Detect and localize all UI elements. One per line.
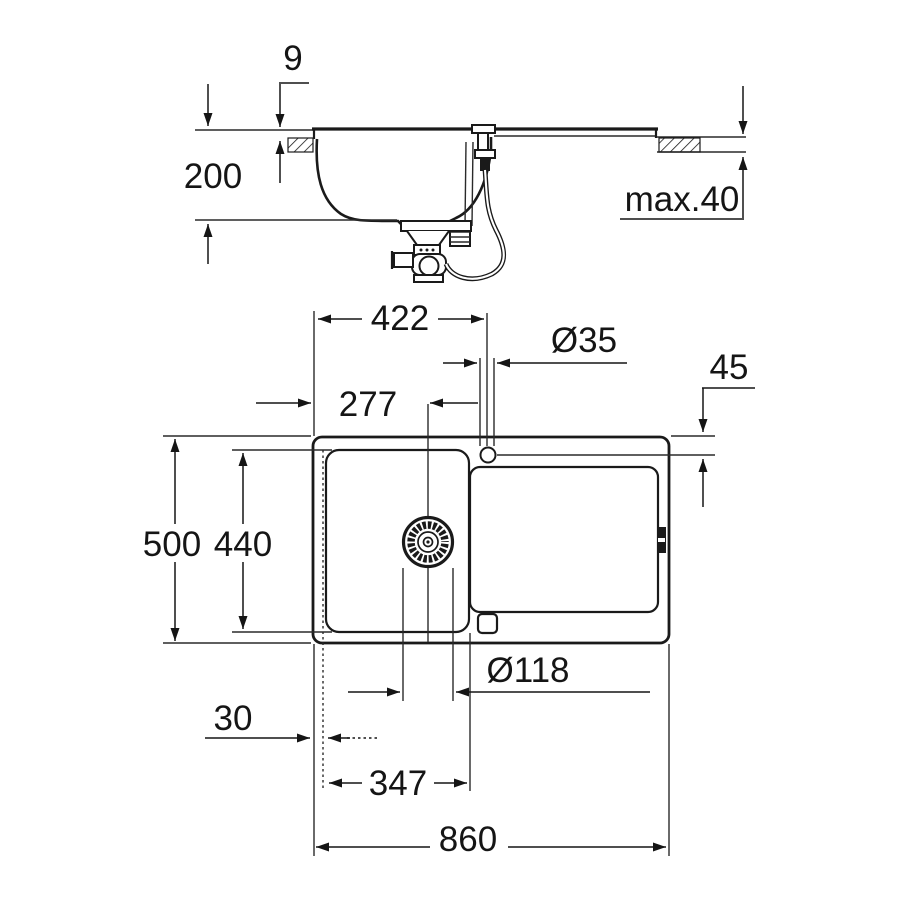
dimension-lines	[170, 314, 708, 852]
drain-strainer	[401, 515, 455, 569]
label-masks	[147, 302, 508, 857]
cable-fitting	[480, 158, 490, 171]
dim-label-drain-diameter: Ø118	[486, 651, 569, 690]
overflow-opening	[476, 612, 499, 635]
dim-label-left-to-faucet: 422	[371, 299, 429, 338]
bowl-cross-section	[315, 137, 493, 229]
dim-label-left-to-drain: 277	[339, 385, 397, 424]
popup-waste-knob	[471, 124, 496, 171]
edge-clip-notch	[658, 538, 665, 542]
dim-label-overall-depth: 500	[143, 525, 201, 564]
dim-label-countertop-thickness: max.40	[625, 180, 740, 219]
countertop-hatch-left	[287, 137, 314, 153]
side-view-dimensions: 9 200 max.40	[184, 39, 748, 264]
extension-lines	[163, 311, 755, 856]
dim-label-faucet-offset: 45	[710, 348, 749, 387]
dim-label-bowl-width: 347	[369, 764, 427, 803]
dim-label-rim-height: 9	[283, 39, 302, 78]
plan-view: 422 277 Ø35 45 500 440 Ø118 30 347 860	[143, 299, 755, 859]
countertop-hatch-right	[658, 137, 701, 153]
drainboard-outline	[468, 465, 660, 614]
dim-label-edge-to-bowl: 30	[214, 699, 253, 738]
sink-outer-outline	[311, 435, 671, 645]
overflow-hose	[443, 169, 507, 282]
dim-label-overall-width: 860	[439, 820, 497, 859]
dim-label-bowl-depth: 440	[214, 525, 272, 564]
drain-trap-assembly	[390, 220, 472, 283]
dim-label-bowl-depth: 200	[184, 157, 242, 196]
plan-view-dimension-labels: 422 277 Ø35 45 500 440 Ø118 30 347 860	[143, 299, 749, 859]
faucet-hole	[479, 446, 497, 464]
side-view-cross-section: 9 200 max.40	[184, 39, 748, 283]
dim-label-faucet-hole-diameter: Ø35	[551, 321, 617, 360]
